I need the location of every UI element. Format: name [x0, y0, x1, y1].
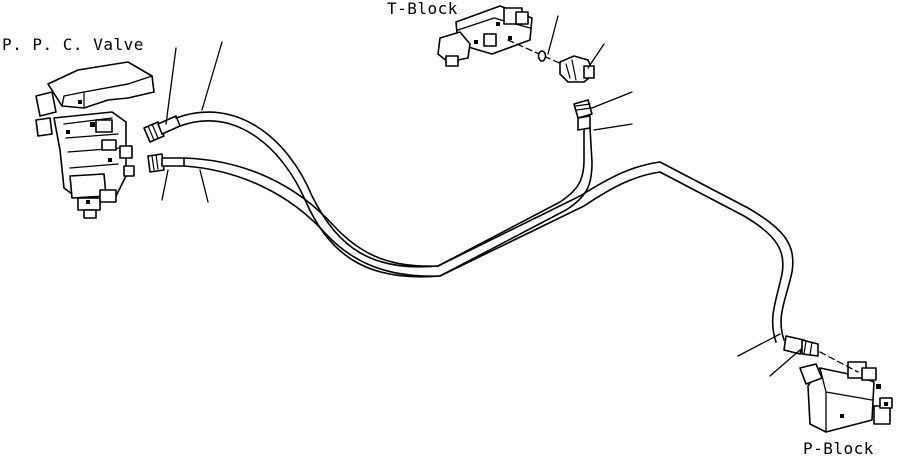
ppc-valve [35, 61, 155, 219]
p-block-label: P-Block [803, 439, 874, 458]
hose-ppc-to-p-block [175, 111, 794, 343]
t-block-hose-fitting [573, 99, 593, 131]
t-block-label: T-Block [387, 0, 458, 18]
p-block-hose-fitting [783, 335, 819, 357]
t-block-elbow-fitting [559, 55, 595, 83]
hose-ppc-to-t-block [183, 127, 593, 277]
ppc-lower-fitting [147, 153, 185, 173]
t-block [437, 5, 567, 67]
ppc-valve-label: P. P. C. Valve [2, 35, 144, 54]
ppc-upper-fitting [143, 115, 181, 143]
p-block [799, 351, 893, 433]
callout-leaders [161, 15, 801, 377]
t-block-o-ring [537, 50, 547, 62]
